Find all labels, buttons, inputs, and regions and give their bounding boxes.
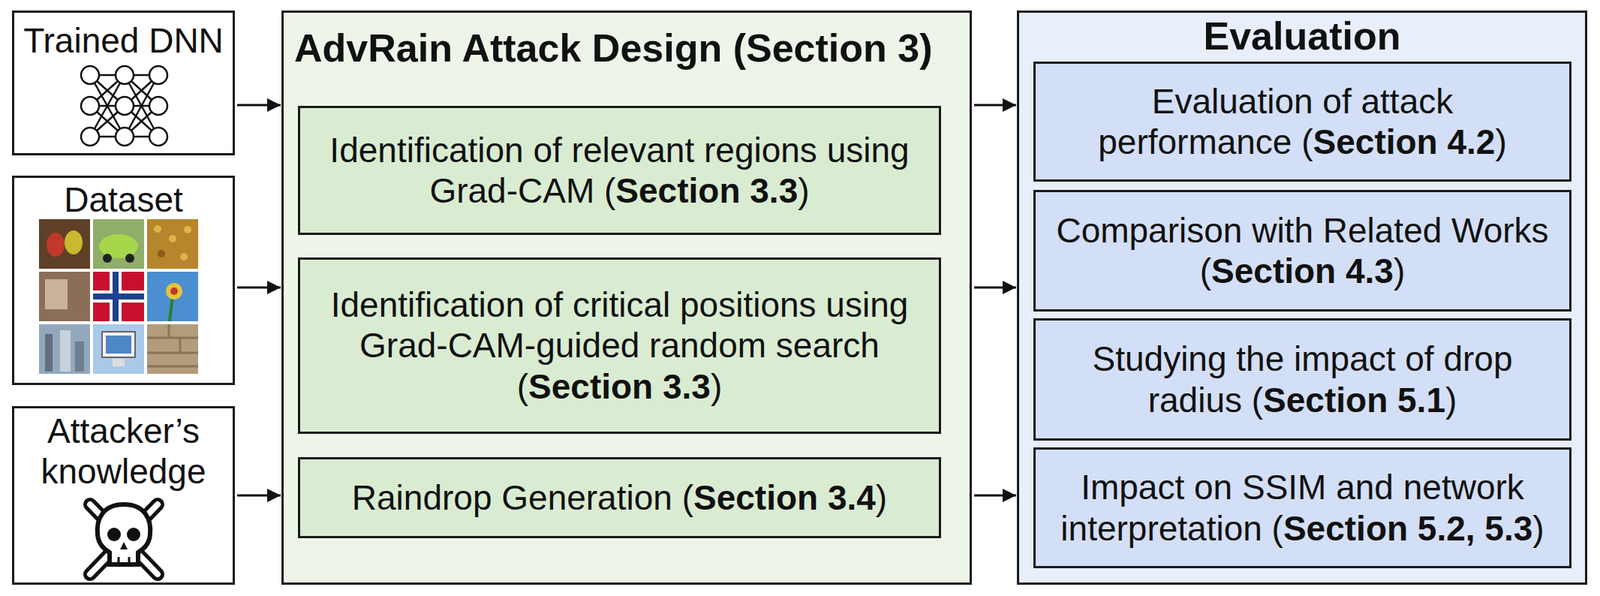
evaluation-box: Impact on SSIM and network interpretatio… xyxy=(1033,447,1572,569)
evaluation-box: Evaluation of attack performance (Sectio… xyxy=(1033,61,1572,182)
flow-arrow xyxy=(237,104,281,107)
flow-arrow xyxy=(974,494,1017,497)
box-label: Studying the impact of drop radius (Sect… xyxy=(1050,338,1555,421)
box-label: Identification of critical positions usi… xyxy=(315,284,924,407)
section-ref: Section 5.1 xyxy=(1263,380,1446,420)
neural-network-icon xyxy=(81,66,168,146)
process-box: Identification of critical positions usi… xyxy=(297,257,942,434)
input-box: Attacker’s knowledge xyxy=(12,406,235,585)
flow-arrow xyxy=(237,494,281,497)
label-part: AdvRain Attack Design (Section 3) xyxy=(294,26,933,70)
label-part: Evaluation xyxy=(1203,14,1402,58)
process-box: Identification of relevant regions using… xyxy=(297,105,942,235)
label-part: ) xyxy=(797,171,810,211)
section-ref: Section 3.3 xyxy=(615,171,798,211)
label-part: ) xyxy=(1494,122,1507,162)
group-title: Evaluation xyxy=(1019,13,1585,60)
dataset-thumbnails xyxy=(39,219,199,374)
box-label: Impact on SSIM and network interpretatio… xyxy=(1050,466,1555,549)
group-panel: EvaluationEvaluation of attack performan… xyxy=(1016,10,1588,585)
flow-arrow xyxy=(974,104,1017,107)
box-label: Comparison with Related Works (Section 4… xyxy=(1050,210,1555,292)
evaluation-box: Studying the impact of drop radius (Sect… xyxy=(1033,318,1572,441)
section-ref: Section 3.3 xyxy=(528,366,711,407)
group-title: AdvRain Attack Design (Section 3) xyxy=(283,25,970,72)
skull-icon xyxy=(90,504,158,575)
label-part: Raindrop Generation ( xyxy=(351,478,694,518)
section-ref: Section 3.4 xyxy=(693,478,876,518)
label-part: Trained DNN xyxy=(23,21,224,61)
input-box: Trained DNN xyxy=(12,10,235,156)
box-label: Trained DNN xyxy=(14,20,233,61)
label-part: ) xyxy=(1532,508,1544,548)
group-panel: AdvRain Attack Design (Section 3) Identif… xyxy=(281,10,972,585)
label-part: ) xyxy=(710,366,722,407)
label-part: ) xyxy=(1393,251,1405,291)
section-ref: Section 4.3 xyxy=(1211,251,1394,291)
box-label: Raindrop Generation (Section 3.4) xyxy=(351,477,888,518)
input-box: Dataset xyxy=(12,175,235,385)
box-label: Evaluation of attack performance (Sectio… xyxy=(1050,81,1555,163)
label-part: Attacker’s knowledge xyxy=(41,411,207,491)
flow-arrow xyxy=(974,286,1017,289)
label-part: Dataset xyxy=(63,180,184,220)
section-ref: Section 5.2, 5.3 xyxy=(1283,508,1533,548)
evaluation-box: Comparison with Related Works (Section 4… xyxy=(1033,189,1572,312)
process-box: Raindrop Generation (Section 3.4) xyxy=(297,457,942,539)
box-label: Attacker’s knowledge xyxy=(14,410,233,493)
label-part: ) xyxy=(1445,380,1457,420)
label-part: ) xyxy=(875,478,888,518)
section-ref: Section 4.2 xyxy=(1313,122,1496,162)
flow-arrow xyxy=(237,286,281,289)
box-label: Identification of relevant regions using… xyxy=(315,129,924,212)
box-label: Dataset xyxy=(14,179,233,220)
